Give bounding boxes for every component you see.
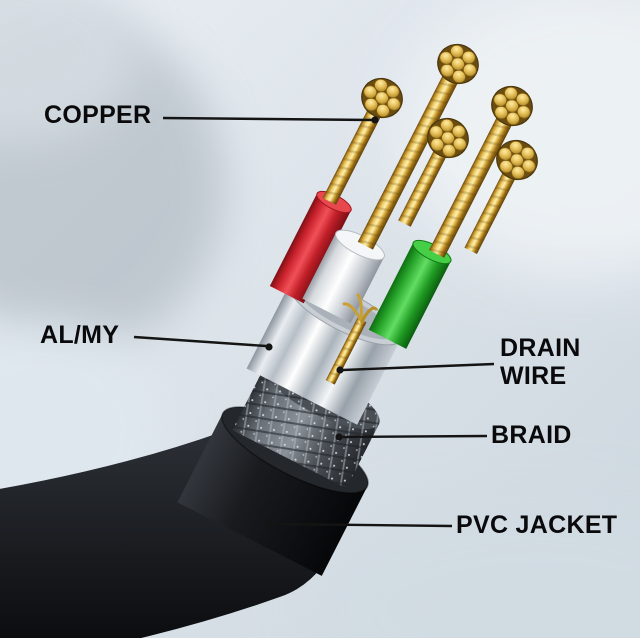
- copper-strand-shaft: [398, 138, 453, 227]
- label-copper: COPPER: [44, 101, 152, 129]
- copper-strand-shaft: [429, 105, 518, 258]
- leader-line-drain-wire: [336, 362, 495, 374]
- label-al-my: AL/MY: [40, 321, 120, 349]
- drain-wire: [325, 293, 378, 385]
- leader-line-al-my: [133, 335, 273, 351]
- label-pvc-jacket: PVC JACKET: [456, 511, 618, 539]
- copper-strand-shaft: [322, 98, 387, 205]
- copper-strand-shaft: [464, 160, 522, 255]
- label-braid: BRAID: [491, 421, 572, 449]
- leader-line-copper: [162, 116, 379, 124]
- label-drain-wire: DRAIN WIRE: [500, 334, 581, 390]
- copper-strand-shaft: [357, 63, 464, 250]
- leader-line-braid: [335, 433, 488, 441]
- leader-line-pvc-jacket: [265, 519, 453, 528]
